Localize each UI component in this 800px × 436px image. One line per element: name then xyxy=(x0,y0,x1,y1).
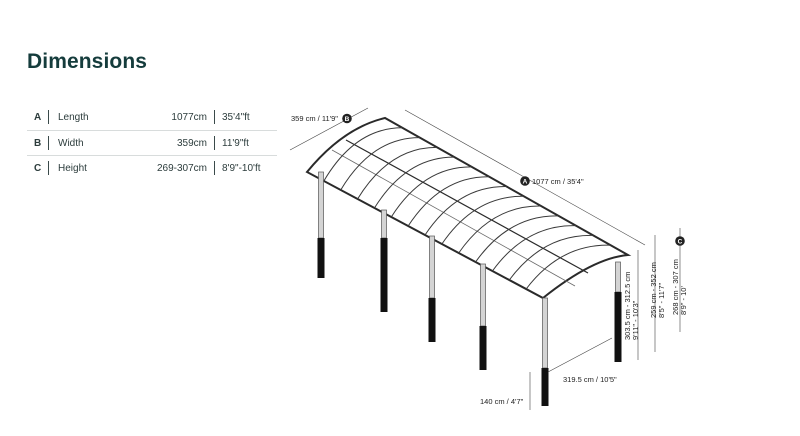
roof xyxy=(305,116,632,300)
post xyxy=(380,209,388,312)
posts xyxy=(317,171,622,406)
post-spacing-label: 319.5 cm / 10'5" xyxy=(563,375,617,384)
height-mid-ft-label: 8'5" - 11'7" xyxy=(657,283,666,318)
divider xyxy=(214,135,215,150)
row-value-cm: 1077cm xyxy=(171,112,207,123)
row-value-ft: 8'9"-10'ft xyxy=(222,163,261,174)
table-row: C Height 269-307cm 8'9"-10'ft xyxy=(27,156,277,181)
roof-arch xyxy=(458,205,542,254)
divider xyxy=(48,161,49,175)
roof-arch xyxy=(323,127,403,182)
roof-arch xyxy=(424,185,507,236)
roof-inner-rail xyxy=(331,149,576,287)
roof-arch xyxy=(374,156,455,209)
row-value-cm: 269-307cm xyxy=(156,163,207,174)
height-total-cm-label: 303.5 cm - 312.5 cm xyxy=(623,272,632,340)
row-letter: B xyxy=(34,137,42,149)
row-letter: A xyxy=(34,112,42,123)
height-mid-cm-label: 259 cm - 352 cm xyxy=(649,262,658,318)
page-title: Dimensions xyxy=(27,50,148,73)
table-row: B Width 359cm 11'9"ft xyxy=(27,131,277,156)
roof-outline xyxy=(305,116,632,300)
marker-b: B xyxy=(342,113,352,124)
carport-diagram: B A C 359 cm / 11'9" 1077 cm / 35'4" 319… xyxy=(289,107,688,410)
height-low-ft-label: 8'9" - 10' xyxy=(679,286,688,315)
width-dimension-line xyxy=(289,107,369,151)
roof-arch xyxy=(340,137,420,191)
post xyxy=(614,261,622,362)
divider xyxy=(214,110,215,124)
post-depth-label: 140 cm / 4'7" xyxy=(480,397,524,406)
roof-arches xyxy=(323,127,611,290)
roof-arch xyxy=(525,244,611,290)
row-label: Length xyxy=(58,112,89,123)
marker-a: A xyxy=(520,176,530,186)
divider xyxy=(214,161,215,175)
length-label: 1077 cm / 35'4" xyxy=(532,177,584,186)
roof-arch xyxy=(475,215,559,263)
roof-arch xyxy=(492,225,576,272)
roof-arch xyxy=(441,195,524,245)
height-low-cm-label: 268 cm - 307 cm xyxy=(671,259,680,315)
post xyxy=(541,297,549,406)
row-letter: C xyxy=(34,163,42,174)
marker-c: C xyxy=(675,236,685,246)
roof-arch xyxy=(357,146,438,200)
divider xyxy=(48,135,49,150)
divider xyxy=(48,110,49,124)
table-row: A Length 1077cm 35'4"ft xyxy=(27,105,277,131)
post xyxy=(479,263,487,370)
row-value-ft: 11'9"ft xyxy=(222,137,249,149)
svg-text:A: A xyxy=(523,179,528,186)
row-value-ft: 35'4"ft xyxy=(222,112,250,123)
row-label: Width xyxy=(58,137,84,149)
post xyxy=(428,235,436,342)
post-spacing-dimension-line xyxy=(547,337,613,373)
dimensions-table: A Length 1077cm 35'4"ft B Width 359cm 11… xyxy=(27,105,277,181)
post xyxy=(317,171,325,278)
svg-text:C: C xyxy=(678,239,683,246)
roof-arch xyxy=(508,234,594,281)
roof-arch xyxy=(407,176,490,227)
roof-center-rail xyxy=(345,139,589,274)
width-label: 359 cm / 11'9" xyxy=(291,114,338,123)
row-label: Height xyxy=(58,163,87,174)
row-value-cm: 359cm xyxy=(176,137,207,149)
svg-text:B: B xyxy=(345,116,350,123)
roof-arch xyxy=(390,166,472,218)
height-total-ft-label: 9'11" - 10'3" xyxy=(631,300,640,340)
